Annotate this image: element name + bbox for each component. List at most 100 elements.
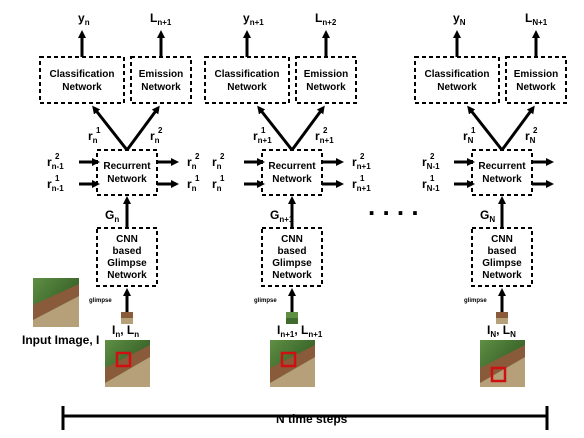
image-location-label: In+1, Ln+1 xyxy=(277,323,323,339)
classification-network-box xyxy=(204,56,290,104)
r-next-2-label-sup: 2 xyxy=(360,152,365,161)
emission-network-label-line-1: Emission xyxy=(304,69,348,80)
classification-network-label-line-1: Classification xyxy=(424,69,489,80)
focus-region-box xyxy=(490,366,507,383)
cnn-glimpse-network-label-line-3: Glimpse xyxy=(482,258,522,269)
r2-to-emission-arrow xyxy=(125,105,160,151)
emission-network-label-line-2: Network xyxy=(141,82,181,93)
glimpse-patch xyxy=(496,312,508,324)
cnn-glimpse-network-label-line-4: Network xyxy=(107,270,147,281)
r-classification-label-sup: 1 xyxy=(471,126,476,135)
r-emission-label-sup: 2 xyxy=(158,126,163,135)
classification-network-label-line-2: Network xyxy=(437,82,477,93)
L-output-label: Ln+1 xyxy=(150,11,172,27)
recurrent-network-box xyxy=(96,149,158,196)
glimpse-label: glimpse xyxy=(254,298,277,304)
r-next-1-label: rn+1 xyxy=(352,177,371,193)
recurrent-network-label-line-2: Network xyxy=(482,174,522,185)
cnn-glimpse-network-label-line-2: based xyxy=(488,246,517,257)
focus-region-box xyxy=(280,351,297,368)
classification-network-label-line-1: Classification xyxy=(49,69,114,80)
focus-region-box xyxy=(115,351,132,368)
r-prev-1-label: rn-1 xyxy=(47,177,64,193)
r-classification-label: rn xyxy=(88,129,98,145)
r-prev-2-label: rn-1 xyxy=(47,155,64,171)
recurrent-network-label-line-2: Network xyxy=(107,174,147,185)
timeline-label: N time steps xyxy=(276,412,348,426)
input-image-with-focus xyxy=(105,340,150,387)
cnn-glimpse-network-box xyxy=(96,227,158,287)
r-next-2-label: rn xyxy=(187,155,197,171)
r-prev-1-label-sup: 1 xyxy=(430,174,435,183)
recurrent-network-label-line-1: Recurrent xyxy=(268,161,316,172)
glimpse-patch xyxy=(121,312,133,324)
r-emission-label-sup: 2 xyxy=(533,126,538,135)
r-prev-1-label: rn xyxy=(212,177,222,193)
r-prev-2-label-sup: 2 xyxy=(220,152,225,161)
y-output-label: yn xyxy=(78,11,90,27)
r-classification-label-sup: 1 xyxy=(261,126,266,135)
recurrent-network-box xyxy=(471,149,533,196)
emission-network-label-line-1: Emission xyxy=(139,69,183,80)
ellipsis-dots: . . . . xyxy=(368,191,419,221)
r-next-1-label-sup: 1 xyxy=(360,174,365,183)
timeline-bracket xyxy=(61,406,549,430)
classification-network-label-line-2: Network xyxy=(62,82,102,93)
glimpse-patch xyxy=(286,312,298,324)
L-output-label: Ln+2 xyxy=(315,11,337,27)
r-next-1-label: rn xyxy=(187,177,197,193)
emission-network-label-line-2: Network xyxy=(306,82,346,93)
cnn-glimpse-network-label-line-2: based xyxy=(113,246,142,257)
recurrent-network-label-line-1: Recurrent xyxy=(478,161,526,172)
input-image-label: Input Image, I xyxy=(22,333,99,347)
r-prev-1-label-sup: 1 xyxy=(55,174,60,183)
r1-to-classification-arrow xyxy=(467,105,504,151)
r-prev-1-label-sup: 1 xyxy=(220,174,225,183)
G-label: Gn xyxy=(105,208,119,224)
cnn-glimpse-network-label-line-4: Network xyxy=(482,270,522,281)
input-image-thumbnail xyxy=(33,278,79,327)
cnn-glimpse-network-label-line-1: CNN xyxy=(491,234,513,245)
r-prev-2-label-sup: 2 xyxy=(55,152,60,161)
cnn-glimpse-network-label-line-3: Glimpse xyxy=(107,258,147,269)
cnn-glimpse-network-box xyxy=(471,227,533,287)
recurrent-network-label-line-2: Network xyxy=(272,174,312,185)
r-prev-2-label: rN-1 xyxy=(422,155,440,171)
r-emission-label: rN xyxy=(525,129,536,145)
cnn-glimpse-network-label-line-1: CNN xyxy=(281,234,303,245)
emission-network-label-line-2: Network xyxy=(516,82,556,93)
r-emission-label: rn xyxy=(150,129,160,145)
time-step-2: ClassificationNetworkEmissionNetworkyn+1… xyxy=(204,11,371,387)
recurrent-network-box xyxy=(261,149,323,196)
G-label: GN xyxy=(480,208,495,224)
r2-to-emission-arrow xyxy=(500,105,535,151)
r-classification-label: rN xyxy=(463,129,474,145)
r-next-2-label-sup: 2 xyxy=(195,152,200,161)
image-location-label: IN, LN xyxy=(487,323,516,339)
glimpse-label: glimpse xyxy=(464,298,487,304)
classification-network-box xyxy=(39,56,125,104)
r-emission-label: rn+1 xyxy=(315,129,334,145)
classification-network-box xyxy=(414,56,500,104)
classification-network-label-line-1: Classification xyxy=(214,69,279,80)
emission-network-label-line-1: Emission xyxy=(514,69,558,80)
r2-to-emission-arrow xyxy=(290,105,325,151)
image-location-label: In, Ln xyxy=(112,323,139,339)
cnn-glimpse-network-label-line-1: CNN xyxy=(116,234,138,245)
r1-to-classification-arrow xyxy=(92,105,129,151)
y-output-label: yN xyxy=(453,11,466,27)
emission-network-box xyxy=(130,56,192,104)
cnn-glimpse-network-label-line-3: Glimpse xyxy=(272,258,312,269)
r-classification-label: rn+1 xyxy=(253,129,272,145)
r-prev-1-label: rN-1 xyxy=(422,177,440,193)
L-output-label: LN+1 xyxy=(525,11,548,27)
r1-to-classification-arrow xyxy=(257,105,294,151)
recurrent-network-label-line-1: Recurrent xyxy=(103,161,151,172)
cnn-glimpse-network-label-line-4: Network xyxy=(272,270,312,281)
emission-network-box xyxy=(295,56,357,104)
emission-network-box xyxy=(505,56,567,104)
glimpse-label: glimpse xyxy=(89,298,112,304)
